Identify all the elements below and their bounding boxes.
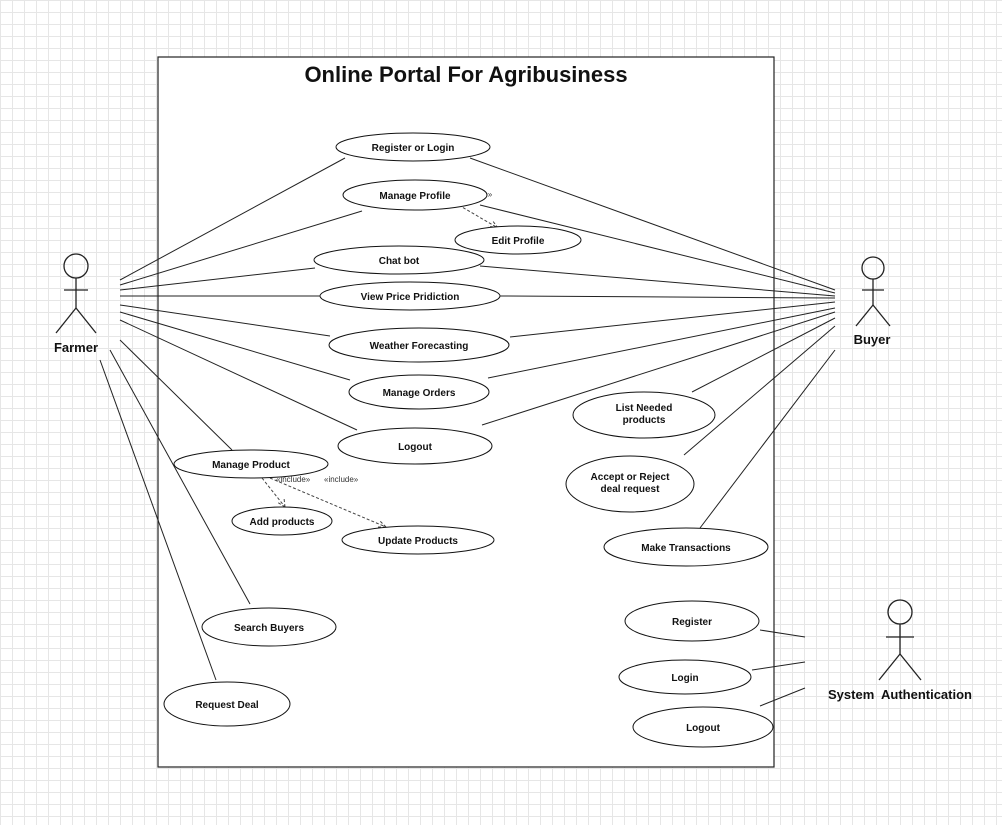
use-case-edit-profile[interactable]: Edit Profile	[454, 225, 582, 255]
stick-figure-icon	[55, 253, 97, 334]
include-arrow-add-products	[261, 477, 286, 508]
use-case-add-products[interactable]: Add products	[231, 506, 333, 536]
actor-buyer[interactable]: Buyer	[854, 256, 891, 347]
use-case-label: Make Transactions	[641, 543, 731, 554]
use-case-search-buyers[interactable]: Search Buyers	[201, 607, 337, 647]
use-case-view-price-prediction[interactable]: View Price Pridiction	[319, 281, 501, 311]
use-case-label: Request Deal	[195, 700, 259, 711]
include-label-add: «include»	[276, 475, 311, 484]
actor-label: System Authentication	[828, 687, 972, 702]
use-case-weather-forecasting[interactable]: Weather Forecasting	[328, 327, 510, 363]
use-case-label: Manage Profile	[379, 191, 451, 202]
use-case-manage-product[interactable]: Manage Product	[173, 449, 329, 479]
use-case-make-transactions[interactable]: Make Transactions	[603, 527, 769, 567]
diagram-title: Online Portal For Agribusiness	[304, 62, 627, 87]
use-case-chat-bot[interactable]: Chat bot	[313, 245, 485, 275]
use-case-request-deal[interactable]: Request Deal	[163, 681, 291, 727]
actor-system-authentication[interactable]: System Authentication	[828, 599, 972, 702]
use-case-label: Manage Product	[212, 460, 290, 471]
use-case-label: Search Buyers	[234, 623, 304, 634]
use-case-label: Login	[671, 673, 698, 684]
use-case-label-line-2: products	[623, 415, 666, 426]
use-case-logout[interactable]: Logout	[337, 427, 493, 465]
stick-figure-icon	[855, 256, 891, 327]
use-case-label: Chat bot	[379, 256, 420, 267]
use-case-accept-reject-deal[interactable]: Accept or Reject deal request	[565, 455, 695, 513]
use-case-auth-logout[interactable]: Logout	[632, 706, 774, 748]
actor-label: Farmer	[54, 340, 98, 355]
use-case-label-line-2: deal request	[601, 484, 661, 495]
use-case-label: View Price Pridiction	[361, 292, 460, 303]
include-arrow-edit-profile	[449, 199, 499, 229]
use-case-label: Weather Forecasting	[370, 341, 469, 352]
use-case-label-line-1: List Needed	[616, 403, 673, 414]
use-case-list-needed-products[interactable]: List Needed products	[572, 391, 716, 439]
use-case-update-products[interactable]: Update Products	[341, 525, 495, 555]
use-case-label: Manage Orders	[383, 388, 456, 399]
use-case-login[interactable]: Login	[618, 659, 752, 695]
use-case-label: Register or Login	[372, 143, 455, 154]
actor-farmer[interactable]: Farmer	[54, 253, 98, 355]
use-case-register-or-login[interactable]: Register or Login	[335, 132, 491, 162]
stick-figure-icon	[878, 599, 922, 681]
auth-associations	[751, 629, 806, 707]
include-arrow-update-products	[269, 477, 387, 528]
use-case-label: Add products	[250, 517, 315, 528]
use-case-label-line-1: Accept or Reject	[591, 472, 671, 483]
actor-label: Buyer	[854, 332, 891, 347]
use-case-label: Update Products	[378, 536, 458, 547]
buyer-associations	[469, 157, 836, 529]
use-case-manage-orders[interactable]: Manage Orders	[348, 374, 490, 410]
use-case-manage-profile[interactable]: Manage Profile	[342, 179, 488, 211]
farmer-associations	[99, 157, 363, 681]
use-case-label: Edit Profile	[492, 236, 545, 247]
use-case-register[interactable]: Register	[624, 600, 760, 642]
use-case-label: Logout	[686, 723, 721, 734]
use-case-label: Register	[672, 617, 712, 628]
use-case-label: Logout	[398, 442, 433, 453]
include-label-update: «include»	[324, 475, 359, 484]
